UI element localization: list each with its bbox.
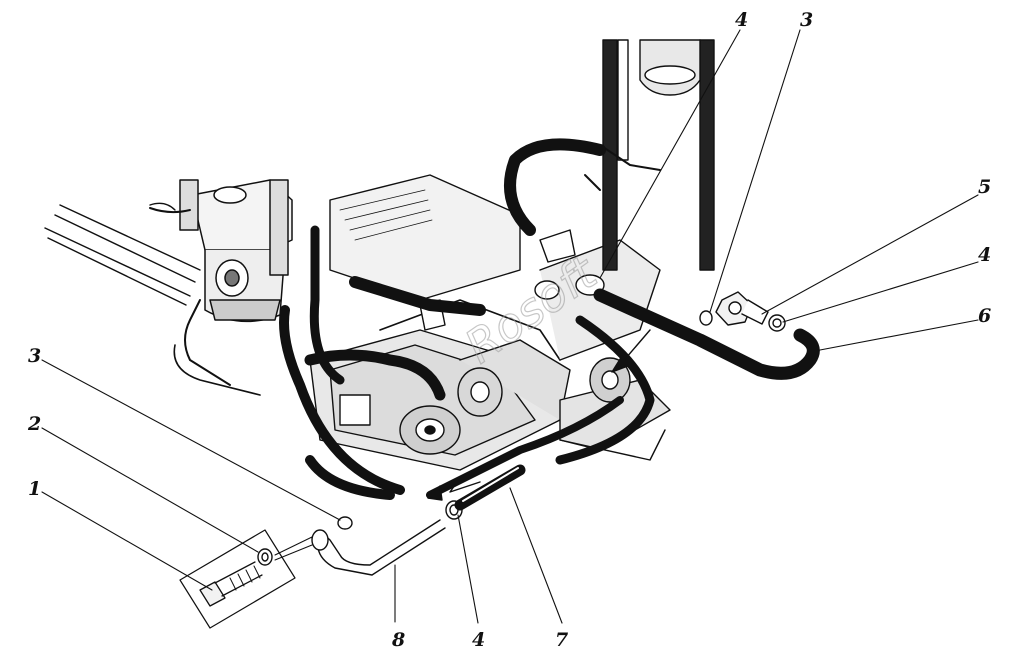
hose-upper-loop [504, 138, 606, 236]
callout-5: 5 [978, 176, 991, 198]
hose-inner-arc [555, 315, 655, 465]
hose-top-diagonal [349, 276, 486, 316]
callout-7: 7 [555, 629, 568, 651]
callout-3-top: 3 [800, 9, 813, 31]
callout-4-bottom: 4 [472, 629, 485, 651]
frame-rails [44, 202, 201, 306]
callout-1: 1 [28, 478, 41, 500]
callout-4-top: 4 [735, 9, 748, 31]
hose-center-s [304, 349, 446, 401]
callout-8: 8 [391, 629, 405, 651]
hose-right-diagonal [593, 288, 820, 380]
callout-4-right: 4 [978, 244, 991, 266]
callout-3-left: 3 [28, 345, 41, 367]
hoses [279, 138, 820, 500]
return-hose-part [454, 464, 526, 511]
callout-6: 6 [978, 305, 991, 327]
vertical-pipes [584, 39, 715, 271]
leader-lines [41, 29, 979, 624]
flow-arrows [427, 329, 651, 501]
hose-front-return [305, 455, 395, 500]
bolt-part [199, 561, 263, 607]
washer-part [257, 548, 273, 566]
hose-front-low [426, 396, 624, 499]
bolt-detail-box [179, 529, 296, 629]
hose-left-loop [309, 225, 345, 385]
fuel-filter [149, 179, 293, 396]
callout-labels: 1 2 3 8 4 7 4 3 5 4 6 [27, 9, 991, 651]
engine-block [309, 174, 671, 471]
banjo-fitting-line [274, 519, 446, 576]
seal-rings [337, 310, 786, 530]
callout-2: 2 [27, 413, 41, 435]
hose-left-filter-drop [279, 305, 405, 495]
union-bolt-part [715, 291, 769, 326]
